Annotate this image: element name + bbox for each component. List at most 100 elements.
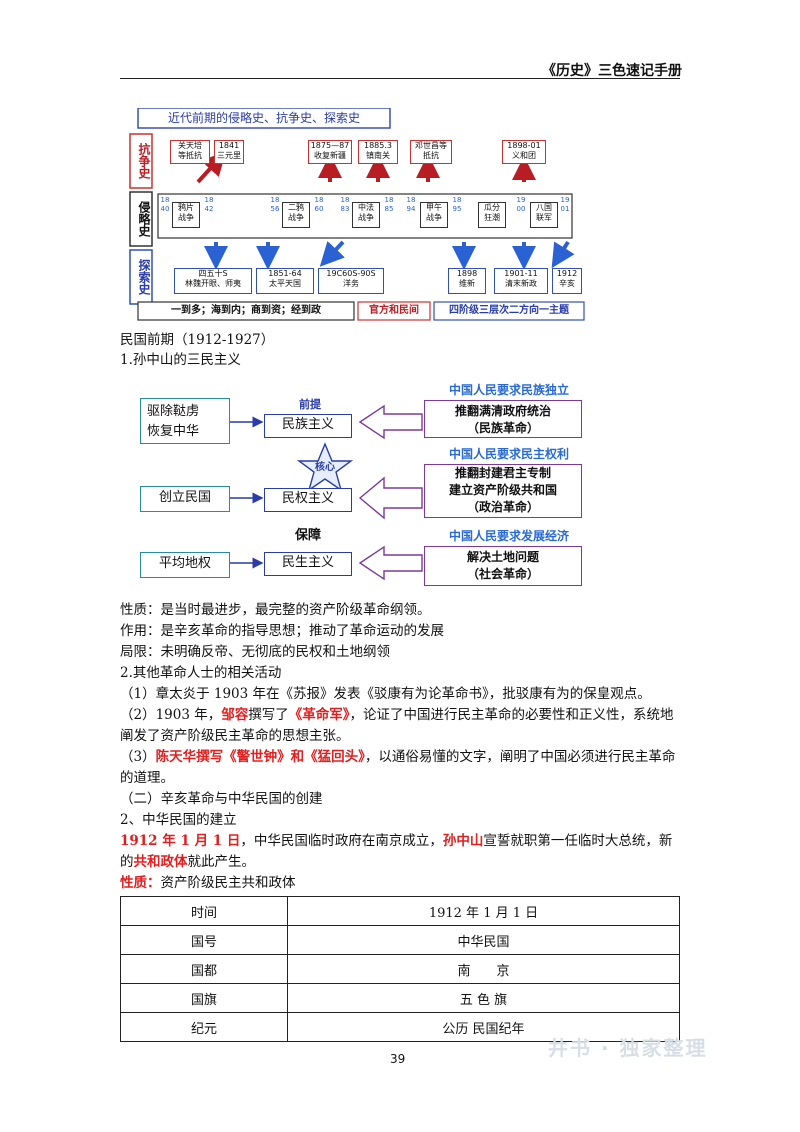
- hollow-arrow: [358, 545, 423, 581]
- war-box: 中法 战争: [352, 202, 380, 228]
- row-label-struggle: 抗争史: [137, 143, 151, 179]
- footer-summary: 一到多；海到内；商到资；经到政: [171, 305, 321, 316]
- item2-book: 《革命军》: [288, 707, 350, 723]
- header-rule: [120, 78, 680, 79]
- sanmin-center-item: 民族主义: [264, 414, 352, 438]
- founding-date: 1912 年 1 月 1 日: [120, 833, 241, 849]
- item2-verb: 撰写了: [248, 707, 289, 723]
- section1-title: 1.孙中山的三民主义: [120, 352, 241, 368]
- founding-text: 宣誓就职第一任临时大总统，新的: [120, 833, 673, 870]
- founding-regime: 共和政体: [133, 854, 188, 870]
- year-label: 1856: [270, 196, 280, 213]
- row-struggle-box: [129, 133, 153, 189]
- year-label: 1840: [160, 196, 170, 213]
- year-label: 1842: [204, 196, 214, 213]
- struggle-event: 关天培 等抵抗: [170, 140, 210, 164]
- limit-line: 局限：未明确反帝、无彻底的民权和土地纲领: [120, 644, 390, 660]
- struggle-event: 1841 三元里: [214, 140, 244, 164]
- founding-text: ，中华民国临时政府在南京成立，: [240, 833, 443, 849]
- year-label: 1894: [406, 196, 416, 213]
- footer-box-1: [137, 301, 355, 321]
- sanmin-left-item: 平均地权: [140, 552, 230, 578]
- table-value: 公历 民国纪年: [287, 1012, 680, 1042]
- row-label-invasion: 侵略史: [137, 201, 151, 237]
- sanmin-right-item: 推翻封建君主专制 建立资产阶级共和国 （政治革命）: [424, 464, 582, 518]
- row-label-exploration: 探索史: [137, 259, 151, 295]
- exploration-event: 1901-11 清末新政: [494, 268, 548, 294]
- timeline-title-box: [137, 107, 391, 129]
- item2-prefix: （2）1903 年，: [120, 707, 222, 723]
- sanmin-center-item: 民生主义: [264, 552, 352, 576]
- nature2-text: 资产阶级民主共和政体: [160, 875, 296, 891]
- role-line: 作用：是辛亥革命的指导思想；推动了革命运动的发展: [120, 623, 444, 639]
- table-row: 国都南 京: [120, 954, 680, 984]
- year-label: 1885: [384, 196, 394, 213]
- founding-person: 孙中山: [442, 833, 484, 849]
- year-label: 1895: [452, 196, 462, 213]
- table-key: 国都: [120, 954, 288, 984]
- war-box: 鸦片 战争: [172, 202, 200, 228]
- year-label: 1900: [516, 196, 526, 213]
- section2-title: 2.其他革命人士的相关活动: [120, 665, 282, 681]
- footer-summary: 官方和民间: [369, 305, 419, 316]
- table-value: 南 京: [287, 954, 680, 984]
- sanmin-diagram: 驱除鞑虏 恢复中华 创立民国 平均地权 民族主义 民权主义 民生主义 前提 核心…: [140, 378, 590, 590]
- watermark: 井书 · 独家整理: [548, 1036, 708, 1060]
- exploration-event: 19C60S-90S 洋务: [318, 268, 384, 294]
- table-key: 国号: [120, 925, 288, 955]
- exploration-event: 1912 辛亥: [552, 268, 582, 294]
- exploration-event: 1851-64 太平天国: [256, 268, 314, 294]
- table-row: 国号中华民国: [120, 925, 680, 955]
- nature-line: 性质：是当时最进步，最完整的资产阶级革命纲领。: [120, 602, 431, 618]
- sanmin-svg: [230, 404, 423, 581]
- sub2-title: 2、中华民国的建立: [120, 812, 237, 828]
- timeline-diagram: 近代前期的侵略史、抗争史、探索史 抗争史 侵略史 探索史 关天培 等抵抗 184…: [128, 107, 592, 322]
- struggle-event: 1885.3 镇南关: [358, 140, 398, 164]
- sanmin-right-head: 中国人民要求民主权利: [448, 447, 569, 461]
- timeline-title: 近代前期的侵略史、抗争史、探索史: [167, 111, 360, 125]
- core-star: [296, 442, 354, 492]
- footer-box-3: [433, 301, 585, 321]
- nature2-label: 性质：: [120, 875, 161, 891]
- label-core: 核心: [315, 462, 335, 473]
- table-row: 国旗五 色 旗: [120, 983, 680, 1013]
- table-value: 五 色 旗: [287, 983, 680, 1013]
- exploration-event: 1898 维新: [448, 268, 486, 294]
- struggle-event: 1875—87 收复新疆: [308, 140, 352, 164]
- year-label: 1883: [340, 196, 350, 213]
- footer-summary: 四阶级三层次二方向一主题: [449, 305, 569, 316]
- table-value: 中华民国: [287, 925, 680, 955]
- table-key: 时间: [120, 896, 288, 926]
- sanmin-right-head: 中国人民要求民族独立: [448, 383, 569, 397]
- year-label: 1860: [314, 196, 324, 213]
- hollow-arrow: [358, 476, 423, 520]
- exploration-event: 四五十S 林魏开眼、师夷: [174, 268, 252, 294]
- sanmin-right-head: 中国人民要求发展经济: [448, 529, 569, 543]
- sanmin-right-item: 解决土地问题 （社会革命）: [424, 546, 582, 586]
- page-number: 39: [390, 1052, 406, 1066]
- hollow-arrow: [358, 404, 423, 440]
- footer-box-2: [357, 301, 431, 321]
- war-box: 甲午 战争: [420, 202, 448, 228]
- item3-highlight: 陈天华撰写《警世钟》和《猛回头》: [155, 749, 365, 765]
- item3-paragraph: （3）陈天华撰写《警世钟》和《猛回头》，以通俗易懂的文字，阐明了中国必须进行民主…: [120, 747, 685, 791]
- founding-text: 就此产生。: [187, 854, 256, 870]
- arrow-down: [551, 240, 575, 269]
- table-key: 国旗: [120, 983, 288, 1013]
- period-title: 民国前期（1912-1927）: [120, 332, 275, 348]
- header-title: 《历史》三色速记手册: [542, 63, 682, 79]
- table-row: 纪元公历 民国纪年: [120, 1012, 680, 1042]
- item2-rest: ，论证了中国进行民主革命的必要性和正义性，系统地阐发了资产阶级民主革命的思想主张…: [120, 707, 674, 744]
- label-premise: 前提: [299, 398, 321, 411]
- part2-title: （二）辛亥革命与中华民国的创建: [120, 791, 323, 807]
- arrow-down: [319, 240, 345, 267]
- item3-prefix: （3）: [120, 749, 156, 765]
- sanmin-right-item: 推翻满清政府统治 （民族革命）: [424, 400, 582, 438]
- war-box: 瓜分 狂潮: [478, 202, 506, 228]
- struggle-event: 1898-01 义和团: [502, 140, 546, 164]
- item1-line: （1）章太炎于 1903 年在《苏报》发表《驳康有为论革命书》，批驳康有为的保皇…: [120, 686, 651, 702]
- table-value: 1912 年 1 月 1 日: [287, 896, 680, 926]
- year-label: 1901: [560, 196, 570, 213]
